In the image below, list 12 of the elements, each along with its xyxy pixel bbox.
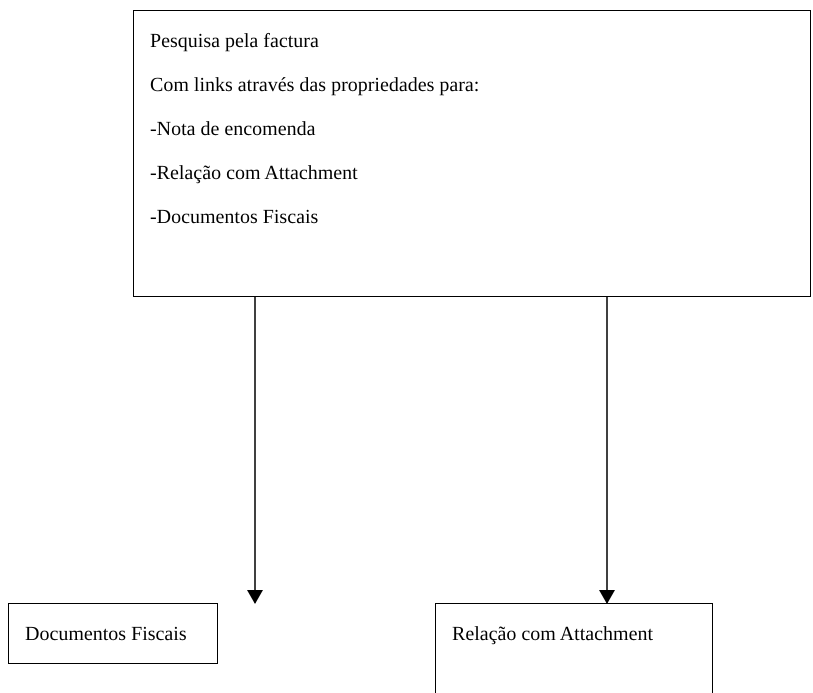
arrow	[247, 297, 263, 604]
box-text: Relação com Attachment	[452, 622, 654, 647]
box-text: Pesquisa pela factura	[150, 29, 320, 54]
process-box	[8, 603, 218, 664]
process-box	[133, 10, 811, 297]
box-text: -Nota de encomenda	[150, 117, 316, 142]
arrow	[599, 297, 615, 604]
process-box	[435, 603, 713, 693]
box-text: -Documentos Fiscais	[150, 205, 320, 230]
box-text: Com links através das propriedades para:	[150, 73, 480, 98]
box-text: Documentos Fiscais	[25, 622, 188, 647]
box-text: -Relação com Attachment	[150, 161, 359, 186]
